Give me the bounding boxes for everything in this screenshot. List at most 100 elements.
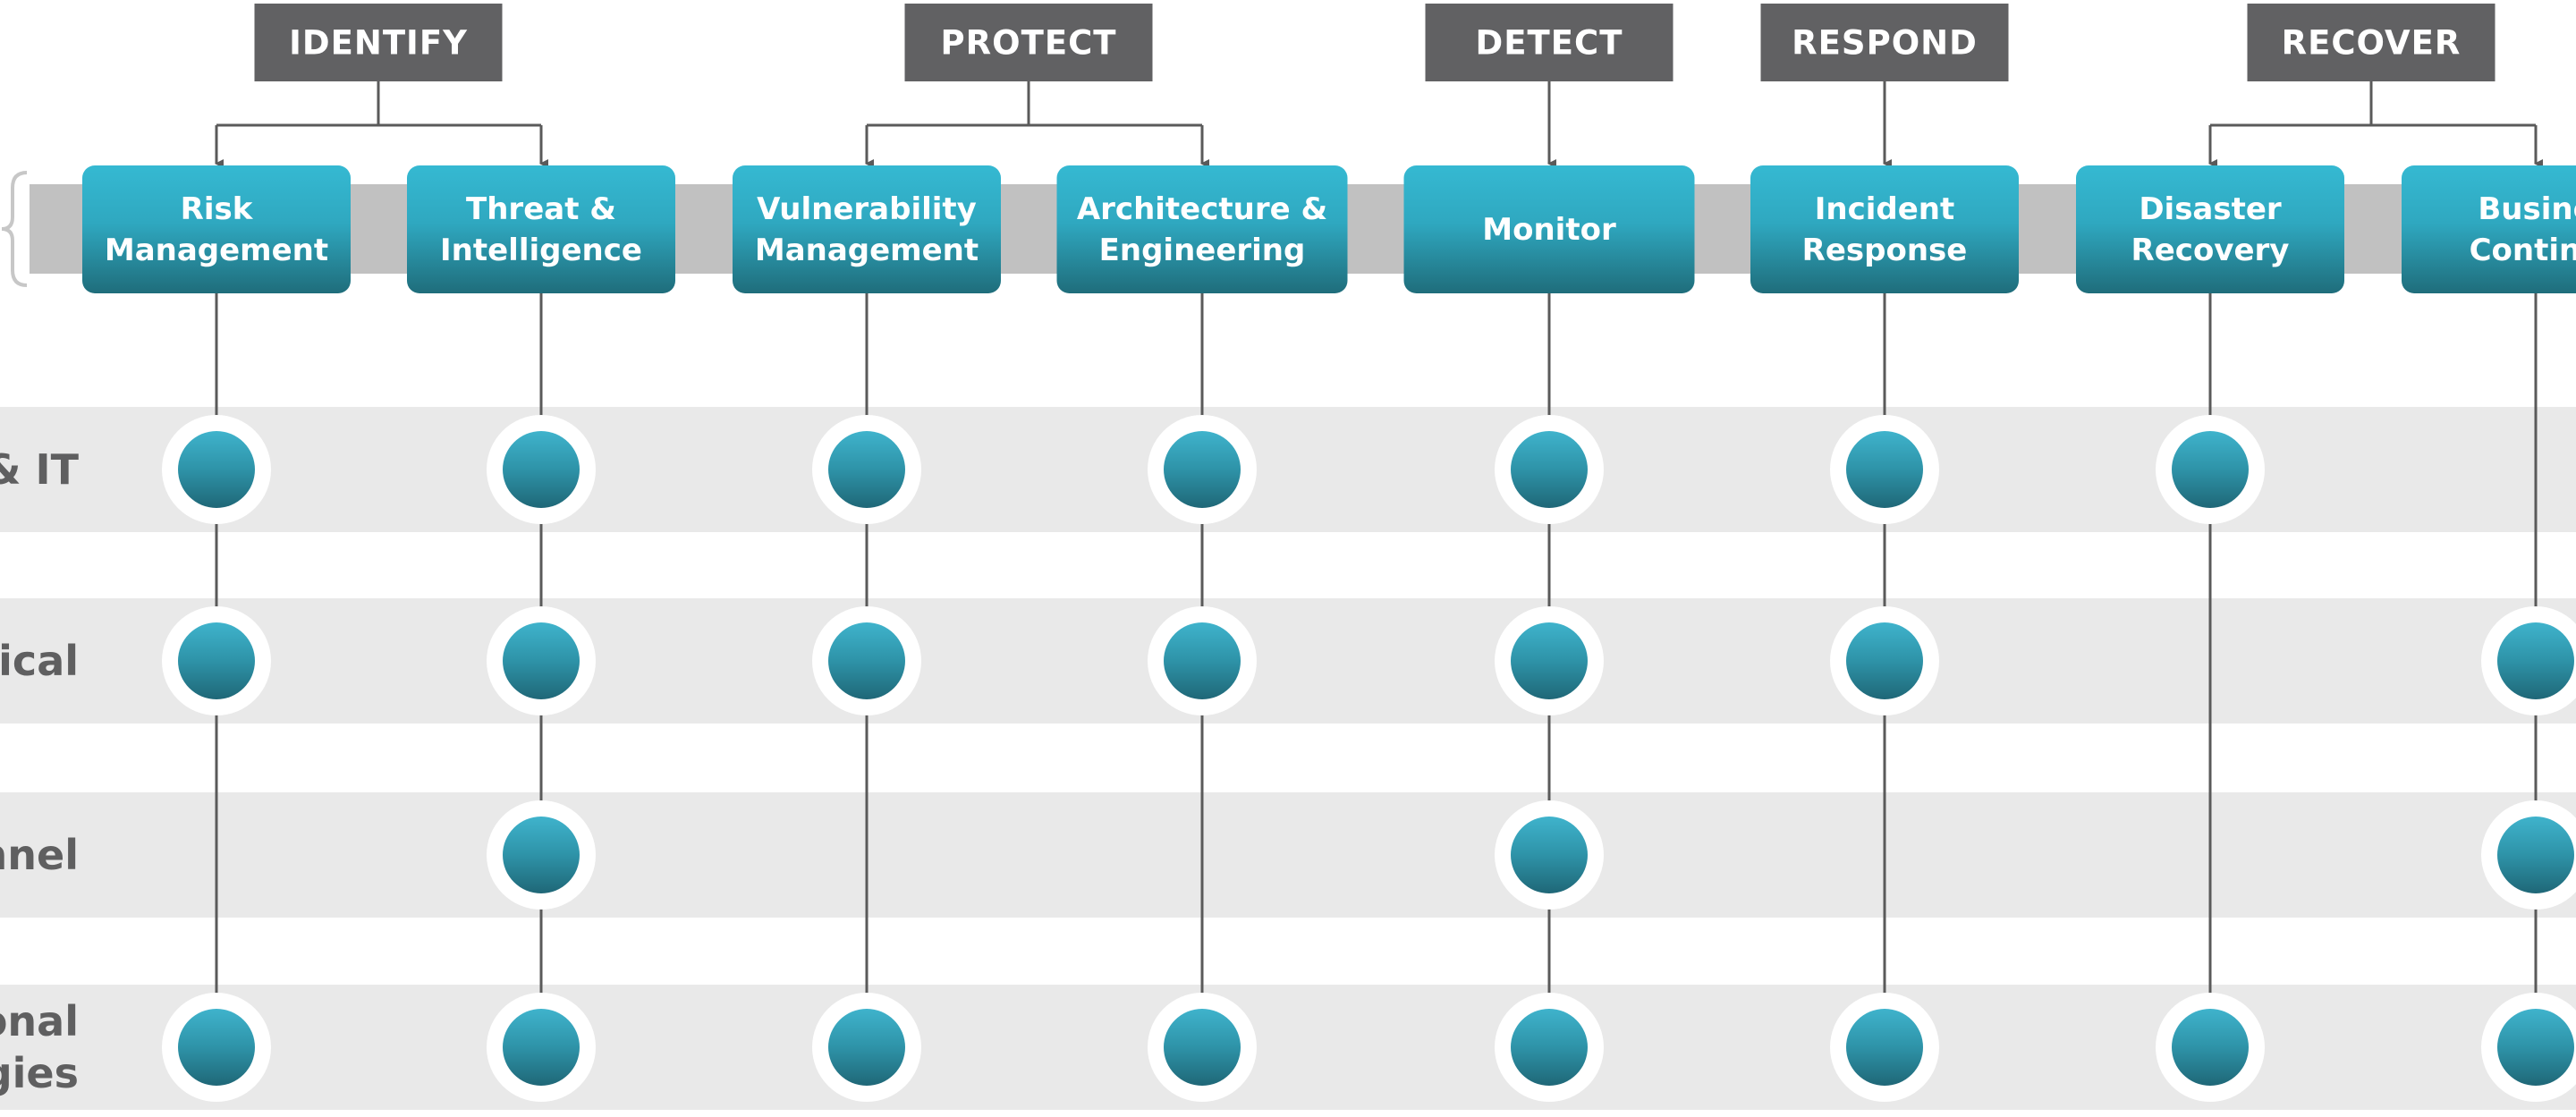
coverage-dot xyxy=(487,993,596,1102)
coverage-dot-fill xyxy=(178,1009,255,1086)
coverage-dot xyxy=(2481,993,2576,1102)
category-label: DETECT xyxy=(1476,24,1623,63)
coverage-dot-fill xyxy=(828,1009,905,1086)
coverage-dot-fill xyxy=(178,622,255,699)
coverage-dot-fill xyxy=(828,431,905,508)
coverage-dot xyxy=(162,993,271,1102)
coverage-dot-fill xyxy=(503,622,580,699)
function-label: Continu xyxy=(2470,233,2576,268)
row-label-1: & IT xyxy=(0,445,80,494)
coverage-dot-fill xyxy=(503,431,580,508)
category-label: RESPOND xyxy=(1792,24,1978,63)
function-box-8: BusineContinu xyxy=(2402,165,2576,293)
function-box-bg xyxy=(407,165,675,293)
coverage-dot xyxy=(812,415,921,524)
function-label: Disaster xyxy=(2139,191,2282,227)
coverage-dot xyxy=(162,606,271,715)
coverage-dot xyxy=(1148,415,1257,524)
coverage-dot xyxy=(2481,606,2576,715)
function-label: Risk xyxy=(181,191,254,227)
row-label-2: ical xyxy=(0,637,79,685)
function-box-bg xyxy=(82,165,351,293)
function-label: Management xyxy=(105,233,328,268)
row-band-2 xyxy=(0,598,2576,724)
category-headers: IDENTIFY PROTECT DETECT RESPOND RECOVER xyxy=(254,4,2496,81)
row-band-1 xyxy=(0,407,2576,532)
function-label: Engineering xyxy=(1099,233,1306,268)
category-box xyxy=(2247,4,2496,81)
coverage-dot-fill xyxy=(2172,431,2249,508)
category-detect: DETECT xyxy=(1425,4,1674,81)
row-bands xyxy=(0,407,2576,1110)
function-box-2: Threat & Intelligence xyxy=(407,165,675,293)
row-band-4 xyxy=(0,985,2576,1110)
row-label-4: gies xyxy=(0,1049,79,1097)
coverage-dot xyxy=(1830,606,1939,715)
coverage-dot-fill xyxy=(1164,431,1241,508)
function-box-bg xyxy=(1056,165,1348,293)
category-box xyxy=(904,4,1153,81)
function-label: Management xyxy=(755,233,979,268)
category-label: RECOVER xyxy=(2282,24,2462,63)
coverage-dot xyxy=(1495,415,1604,524)
coverage-dot xyxy=(2156,415,2265,524)
function-label: Busine xyxy=(2478,191,2576,227)
category-box xyxy=(1425,4,1674,81)
coverage-dot-fill xyxy=(1164,622,1241,699)
coverage-dot-fill xyxy=(2497,817,2574,893)
category-respond: RESPOND xyxy=(1760,4,2009,81)
function-box-bg xyxy=(1403,165,1695,293)
function-label: Threat & xyxy=(466,191,616,227)
coverage-dot-fill xyxy=(1511,431,1588,508)
coverage-dot-fill xyxy=(178,431,255,508)
category-label: IDENTIFY xyxy=(289,24,468,63)
function-box-bg xyxy=(2076,165,2344,293)
coverage-dot xyxy=(162,415,271,524)
coverage-dot xyxy=(1830,993,1939,1102)
coverage-dot xyxy=(2156,993,2265,1102)
row-label-3: nnel xyxy=(0,831,79,879)
category-protect: PROTECT xyxy=(904,4,1153,81)
row-label-4: onal xyxy=(0,997,79,1045)
function-label: Monitor xyxy=(1482,212,1616,248)
coverage-dot xyxy=(812,993,921,1102)
function-label: Response xyxy=(1802,233,1968,268)
coverage-dot xyxy=(487,606,596,715)
coverage-dot xyxy=(1148,993,1257,1102)
coverage-dot-fill xyxy=(1164,1009,1241,1086)
coverage-dot-fill xyxy=(1511,817,1588,893)
row-labels: & IT ical nnel onalgies xyxy=(0,445,80,1097)
coverage-dot xyxy=(1495,993,1604,1102)
coverage-marks xyxy=(162,415,2576,1102)
category-box xyxy=(1760,4,2009,81)
coverage-dot xyxy=(487,800,596,910)
function-box-bg xyxy=(1750,165,2019,293)
coverage-dot xyxy=(812,606,921,715)
category-box xyxy=(254,4,503,81)
coverage-dot-fill xyxy=(1846,622,1923,699)
function-label: Intelligence xyxy=(440,233,642,268)
coverage-dot-fill xyxy=(1511,1009,1588,1086)
function-label: Vulnerability xyxy=(757,191,977,227)
function-label: Recovery xyxy=(2131,233,2290,268)
function-box-bg xyxy=(2402,165,2576,293)
coverage-dot-fill xyxy=(2497,1009,2574,1086)
coverage-dot xyxy=(1148,606,1257,715)
coverage-dot-fill xyxy=(2172,1009,2249,1086)
function-label: Architecture & xyxy=(1077,191,1327,227)
coverage-dot xyxy=(1495,800,1604,910)
category-label: PROTECT xyxy=(941,24,1117,63)
coverage-dot xyxy=(487,415,596,524)
category-recover: RECOVER xyxy=(2247,4,2496,81)
coverage-dot-fill xyxy=(503,817,580,893)
coverage-dot-fill xyxy=(503,1009,580,1086)
coverage-dot-fill xyxy=(2497,622,2574,699)
group-brace xyxy=(1,171,28,287)
coverage-dot-fill xyxy=(828,622,905,699)
